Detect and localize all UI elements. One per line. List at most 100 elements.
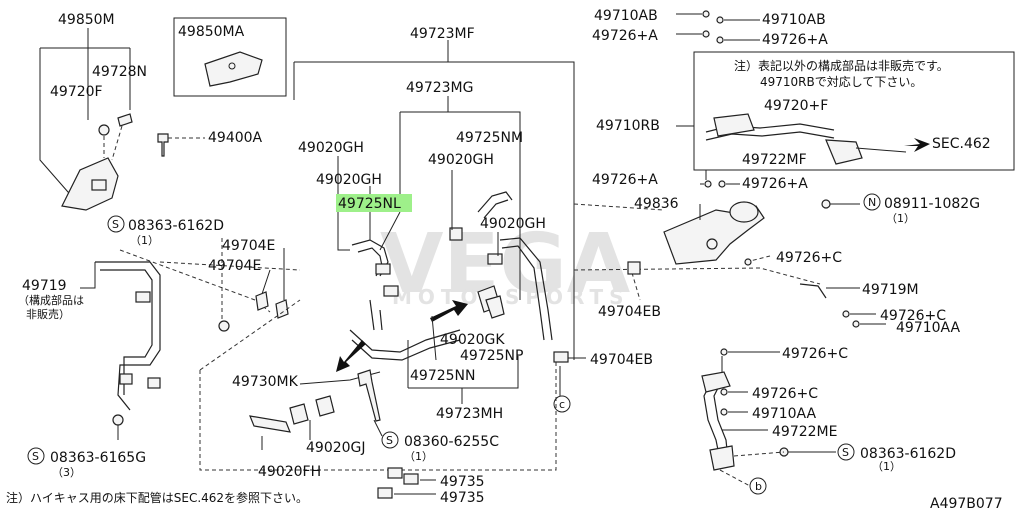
leader-line bbox=[699, 203, 860, 220]
clip-49704E bbox=[255, 291, 269, 311]
hose-49725NP bbox=[499, 237, 553, 341]
bolt-08363-6162D bbox=[218, 320, 230, 332]
actuator-port bbox=[706, 238, 718, 250]
leader-line bbox=[855, 147, 907, 153]
label-49020GH: 49020GH bbox=[316, 172, 382, 188]
symbol-S bbox=[381, 431, 399, 449]
washer-49726C bbox=[842, 310, 850, 318]
label-49723MG: 49723MG bbox=[406, 80, 473, 96]
label-diagram-code: A497B077 bbox=[930, 496, 1003, 512]
label-49020GH: 49020GH bbox=[428, 152, 494, 168]
pipe-assembly-b bbox=[351, 339, 461, 361]
bolt-49400A bbox=[157, 133, 169, 157]
nut-08911 bbox=[821, 199, 831, 209]
clip bbox=[135, 291, 151, 303]
label-49722MF: 49722MF bbox=[742, 152, 807, 168]
clamp-49020GH bbox=[487, 253, 503, 265]
clip-49735 bbox=[403, 473, 419, 485]
leader-line bbox=[700, 170, 740, 185]
bracket-49730MK bbox=[249, 415, 291, 433]
leader-dash bbox=[199, 299, 557, 471]
leader-line bbox=[394, 479, 436, 495]
label-08363-6162D: 08363-6162D bbox=[860, 446, 956, 462]
pipe-49719M bbox=[799, 283, 827, 299]
bolt-49710AA bbox=[852, 320, 860, 328]
label-49719: 49719 bbox=[22, 278, 67, 294]
label-08911-1082G: 08911-1082G bbox=[884, 196, 980, 212]
pipe-49719-outer bbox=[95, 261, 161, 411]
bracket-lower bbox=[709, 445, 735, 471]
label-49735: 49735 bbox=[440, 490, 485, 506]
label-49020GJ: 49020GJ bbox=[306, 440, 366, 456]
frame-49723MG bbox=[399, 96, 521, 300]
bolt-hole bbox=[228, 62, 236, 70]
leader-line bbox=[261, 419, 383, 450]
washer-49726A bbox=[716, 36, 724, 44]
ref-b-text: b bbox=[755, 480, 762, 493]
leader-line bbox=[559, 357, 586, 396]
label-49704E: 49704E bbox=[208, 258, 261, 274]
clamp-49020GH bbox=[449, 227, 463, 241]
leader-dash bbox=[573, 203, 821, 301]
label-49726C: 49726+C bbox=[880, 308, 946, 324]
label-49720pF: 49720+F bbox=[764, 98, 828, 114]
label-SEC462: SEC.462 bbox=[932, 136, 991, 152]
clamp-49020GH bbox=[375, 263, 391, 275]
bolt-08360-6255C bbox=[357, 369, 381, 422]
clamp-49020GH bbox=[383, 285, 399, 297]
clip-49735 bbox=[377, 487, 393, 499]
label-49722ME: 49722ME bbox=[772, 424, 837, 440]
arrow-down-left bbox=[336, 340, 366, 372]
label-49725NN: 49725NN bbox=[410, 368, 475, 384]
clip-49735 bbox=[387, 467, 403, 479]
pipe-49719-inner bbox=[100, 269, 153, 395]
label-49725NL: 49725NL bbox=[338, 196, 401, 212]
label-49726C: 49726+C bbox=[782, 346, 848, 362]
clip-49704E bbox=[275, 299, 289, 319]
leader-dash bbox=[719, 451, 785, 487]
note-bottom: 注）ハイキャス用の床下配管はSEC.462を参照下さい。 bbox=[6, 490, 308, 505]
leader-dash bbox=[119, 238, 301, 320]
leader-line bbox=[721, 351, 780, 376]
leader-line bbox=[676, 13, 760, 41]
symbol-S-text: S bbox=[32, 450, 39, 463]
leader-line bbox=[337, 156, 499, 256]
pipe-assembly-c bbox=[369, 299, 383, 331]
leader-line bbox=[826, 287, 886, 325]
bracket-tab bbox=[91, 179, 107, 191]
symbol-S bbox=[837, 443, 855, 461]
label-49710AB: 49710AB bbox=[762, 12, 826, 28]
leader-line bbox=[722, 391, 836, 453]
label-49735: 49735 bbox=[440, 474, 485, 490]
label-49723MF: 49723MF bbox=[410, 26, 475, 42]
bracket-49722MF bbox=[825, 139, 863, 165]
label-08360-qty: （1） bbox=[404, 450, 433, 463]
watermark-brand: VEGA bbox=[380, 217, 631, 312]
leader-line bbox=[80, 262, 119, 440]
washer-49726C bbox=[720, 348, 728, 356]
label-49726A: 49726+A bbox=[762, 32, 828, 48]
label-08360-6255C: 08360-6255C bbox=[404, 434, 499, 450]
label-49730MK: 49730MK bbox=[232, 374, 299, 390]
hose-49725NM bbox=[477, 191, 513, 213]
label-49719M: 49719M bbox=[862, 282, 919, 298]
leader-line bbox=[261, 248, 285, 300]
label-49726A: 49726+A bbox=[592, 28, 658, 44]
label-49704EB: 49704EB bbox=[590, 352, 653, 368]
label-49726C: 49726+C bbox=[752, 386, 818, 402]
washer-49726A bbox=[702, 30, 710, 38]
fitting bbox=[701, 371, 731, 393]
label-49725NP: 49725NP bbox=[460, 348, 523, 364]
pipe-49720F-b bbox=[705, 131, 835, 141]
leader-dash bbox=[103, 125, 205, 161]
label-49710AA: 49710AA bbox=[896, 320, 961, 336]
label-49710RB: 49710RB bbox=[596, 118, 660, 134]
arrow-right bbox=[430, 300, 468, 322]
bolt-49710AA bbox=[720, 408, 728, 416]
label-49850MA: 49850MA bbox=[178, 24, 245, 40]
symbol-S-text: S bbox=[842, 446, 849, 459]
ref-circle-c bbox=[553, 395, 571, 413]
note-top-2: 49710RBで対応して下さい。 bbox=[760, 75, 922, 89]
bolt-49710AB bbox=[716, 16, 724, 24]
